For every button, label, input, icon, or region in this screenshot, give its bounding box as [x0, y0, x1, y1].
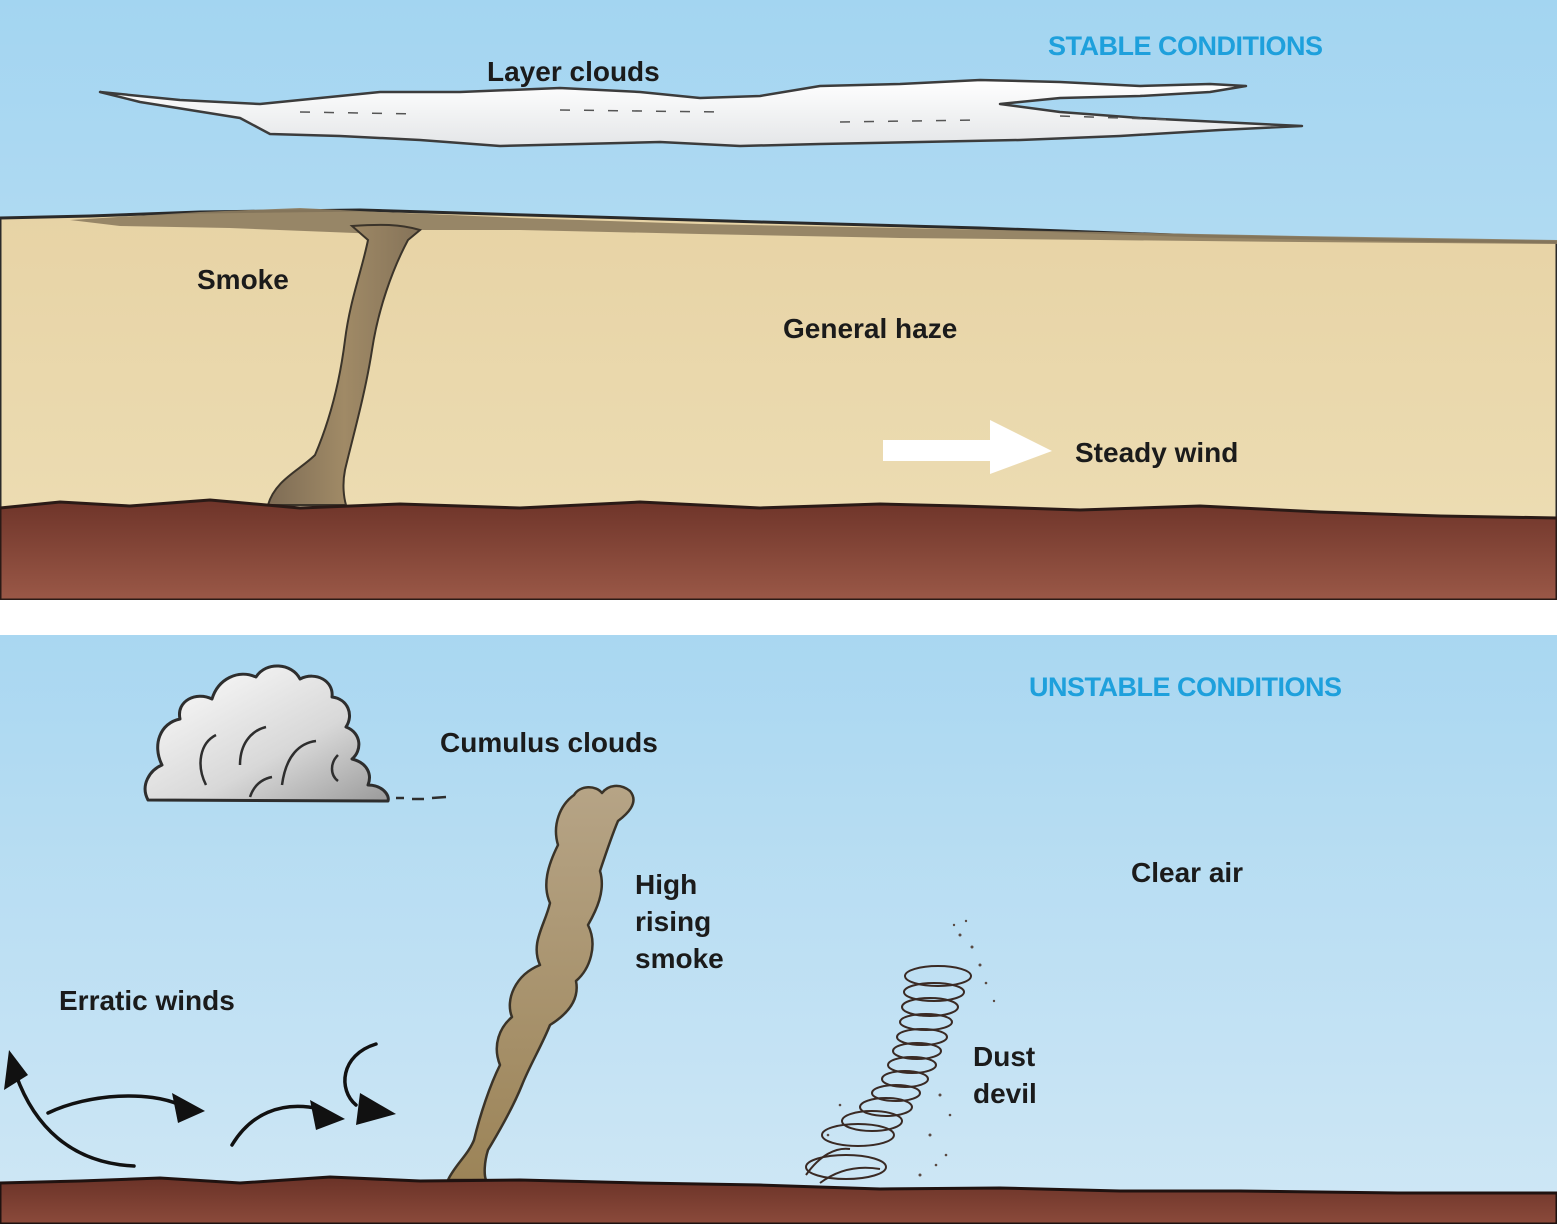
cumulus-clouds-label: Cumulus clouds: [440, 727, 658, 758]
unstable-heading: UNSTABLE CONDITIONS: [1029, 672, 1342, 702]
high-rising-smoke-line-2: rising: [635, 906, 712, 937]
unstable-conditions-panel: UNSTABLE CONDITIONS Cumulus clouds High …: [0, 635, 1557, 1224]
layer-clouds-label: Layer clouds: [487, 56, 660, 87]
ground-unstable: [0, 1175, 1557, 1224]
dust-devil-line-1: Dust: [973, 1041, 1036, 1072]
dust-devil-line-2: devil: [973, 1078, 1037, 1109]
erratic-wind-arrows: [14, 1042, 378, 1168]
high-rising-smoke-label: High rising smoke: [635, 866, 724, 977]
dust-devil: [805, 965, 972, 1184]
smoke-layer-band: [70, 208, 1557, 244]
ground-stable: [0, 498, 1557, 600]
high-rising-smoke-line-3: smoke: [635, 943, 724, 974]
general-haze-label: General haze: [783, 313, 958, 344]
steady-wind-label: Steady wind: [1075, 437, 1239, 468]
steady-wind-arrow: [883, 420, 1052, 474]
stable-conditions-panel: STABLE CONDITIONS Layer clouds Smoke Gen…: [0, 0, 1557, 600]
smoke-column: [266, 223, 423, 506]
dust-devil-label: Dust devil: [973, 1038, 1037, 1112]
general-haze-layer: [0, 208, 1557, 522]
unstable-scene-illustration: [0, 635, 1557, 1224]
high-rising-smoke-line-1: High: [635, 869, 698, 900]
high-rising-smoke: [446, 784, 635, 1182]
smoke-label: Smoke: [197, 264, 289, 295]
clear-air-label: Clear air: [1131, 857, 1244, 888]
erratic-winds-label: Erratic winds: [59, 985, 235, 1016]
cumulus-cloud: [143, 664, 447, 803]
stable-heading: STABLE CONDITIONS: [1048, 31, 1323, 61]
erratic-wind-arrowheads: [4, 1050, 396, 1130]
stable-scene-illustration: [0, 0, 1557, 600]
dust-particles: [826, 919, 996, 1177]
layer-cloud: [98, 78, 1304, 148]
